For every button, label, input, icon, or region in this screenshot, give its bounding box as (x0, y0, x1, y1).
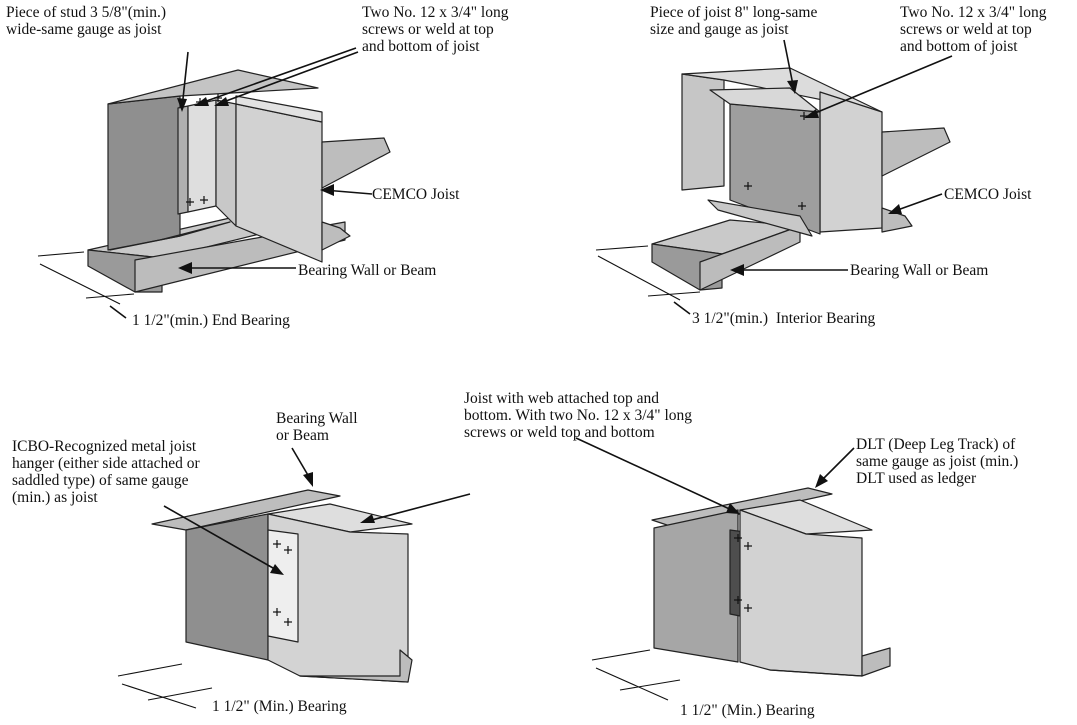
arrowhead (320, 184, 334, 196)
label-end-screws: Two No. 12 x 3/4" long screws or weld at… (362, 4, 509, 55)
leader-screws-2 (217, 51, 359, 105)
joist-web (235, 103, 323, 263)
interior-bearing-detail (595, 39, 953, 315)
leader-web-right (575, 437, 737, 513)
arrowhead (804, 109, 819, 118)
bearing-wall-front (699, 225, 801, 291)
joist-bottom-flange (769, 647, 891, 677)
label-dlt-dimension: 1 1/2" (Min.) Bearing (680, 702, 815, 719)
leader-dim (109, 305, 127, 319)
leader-screws-1 (197, 47, 357, 105)
wall-top-flange (151, 489, 341, 531)
label-hanger-wall: Bearing Wall or Beam (276, 410, 358, 444)
stud-piece-face (187, 99, 217, 213)
arrowhead (815, 474, 828, 488)
dim-line (39, 263, 121, 305)
label-joist-web: Joist with web attached top and bottom. … (464, 390, 693, 441)
dim-line (597, 255, 681, 301)
label-end-joist: CEMCO Joist (372, 186, 460, 203)
label-end-dimension: 1 1/2"(min.) End Bearing (132, 312, 290, 329)
dim-ext-2 (647, 291, 701, 297)
hanger-bearing-detail (117, 447, 471, 709)
joist-top-flange (235, 95, 323, 123)
arrowhead (270, 564, 284, 575)
arrowhead (194, 97, 209, 106)
dim-ext-1 (37, 251, 85, 257)
wall-dark-face (185, 513, 269, 661)
screws (734, 534, 752, 612)
dim-ext-2 (147, 687, 213, 701)
joist-flange-upper (321, 137, 391, 189)
wall-top-flange (107, 69, 319, 105)
dim-line (121, 683, 197, 709)
label-interior-wall: Bearing Wall or Beam (850, 262, 989, 279)
dim-ext-1 (595, 245, 649, 251)
label-dlt: DLT (Deep Leg Track) of same gauge as jo… (856, 436, 1019, 487)
arrowhead (360, 514, 375, 523)
hanger-plate (267, 529, 299, 643)
dim-ext-2 (85, 293, 135, 299)
screws (273, 540, 292, 626)
leader-dim (673, 301, 691, 315)
dim-ext-1 (591, 649, 651, 661)
dim-ext-1 (117, 663, 183, 677)
label-joist-piece: Piece of joist 8" long-same size and gau… (650, 4, 818, 38)
leader-hanger (163, 505, 281, 573)
label-end-wall: Bearing Wall or Beam (298, 262, 437, 279)
arrowhead (214, 97, 229, 106)
joist-flange-lower (321, 221, 351, 251)
arrowhead (178, 262, 192, 274)
label-hanger-dimension: 1 1/2" (Min.) Bearing (212, 698, 347, 715)
arrowhead (730, 264, 744, 276)
joist-piece-bottom (707, 199, 813, 237)
dim-ext-2 (619, 679, 681, 691)
wall-left-face (653, 509, 739, 663)
label-interior-dimension: 3 1/2"(min.) Interior Bearing (692, 310, 876, 327)
dlt-bearing-detail (575, 437, 891, 701)
arrowhead (726, 503, 740, 514)
label-hanger: ICBO-Recognized metal joist hanger (eith… (12, 438, 200, 506)
joist-flange-upper (881, 127, 951, 177)
leader-screws (807, 55, 953, 117)
label-interior-joist: CEMCO Joist (944, 186, 1032, 203)
wall-left-face (107, 95, 181, 251)
arrowhead (303, 472, 313, 487)
leader-web (363, 493, 471, 523)
stud-piece-right (215, 99, 237, 227)
arrowhead (787, 80, 798, 94)
end-bearing-detail (37, 47, 391, 319)
label-stud-piece: Piece of stud 3 5/8"(min.) wide-same gau… (6, 4, 167, 38)
arrowhead (177, 98, 187, 112)
dim-line (595, 667, 669, 701)
joist-outer-right (819, 91, 883, 233)
label-interior-screws: Two No. 12 x 3/4" long screws or weld at… (900, 4, 1047, 55)
joist-bottom-flange (299, 649, 413, 683)
arrowhead (888, 204, 902, 214)
stud-piece-left (177, 105, 189, 215)
joist-web (739, 509, 863, 677)
wall-bottom-dark (109, 221, 231, 251)
joist-piece-top (709, 87, 821, 113)
